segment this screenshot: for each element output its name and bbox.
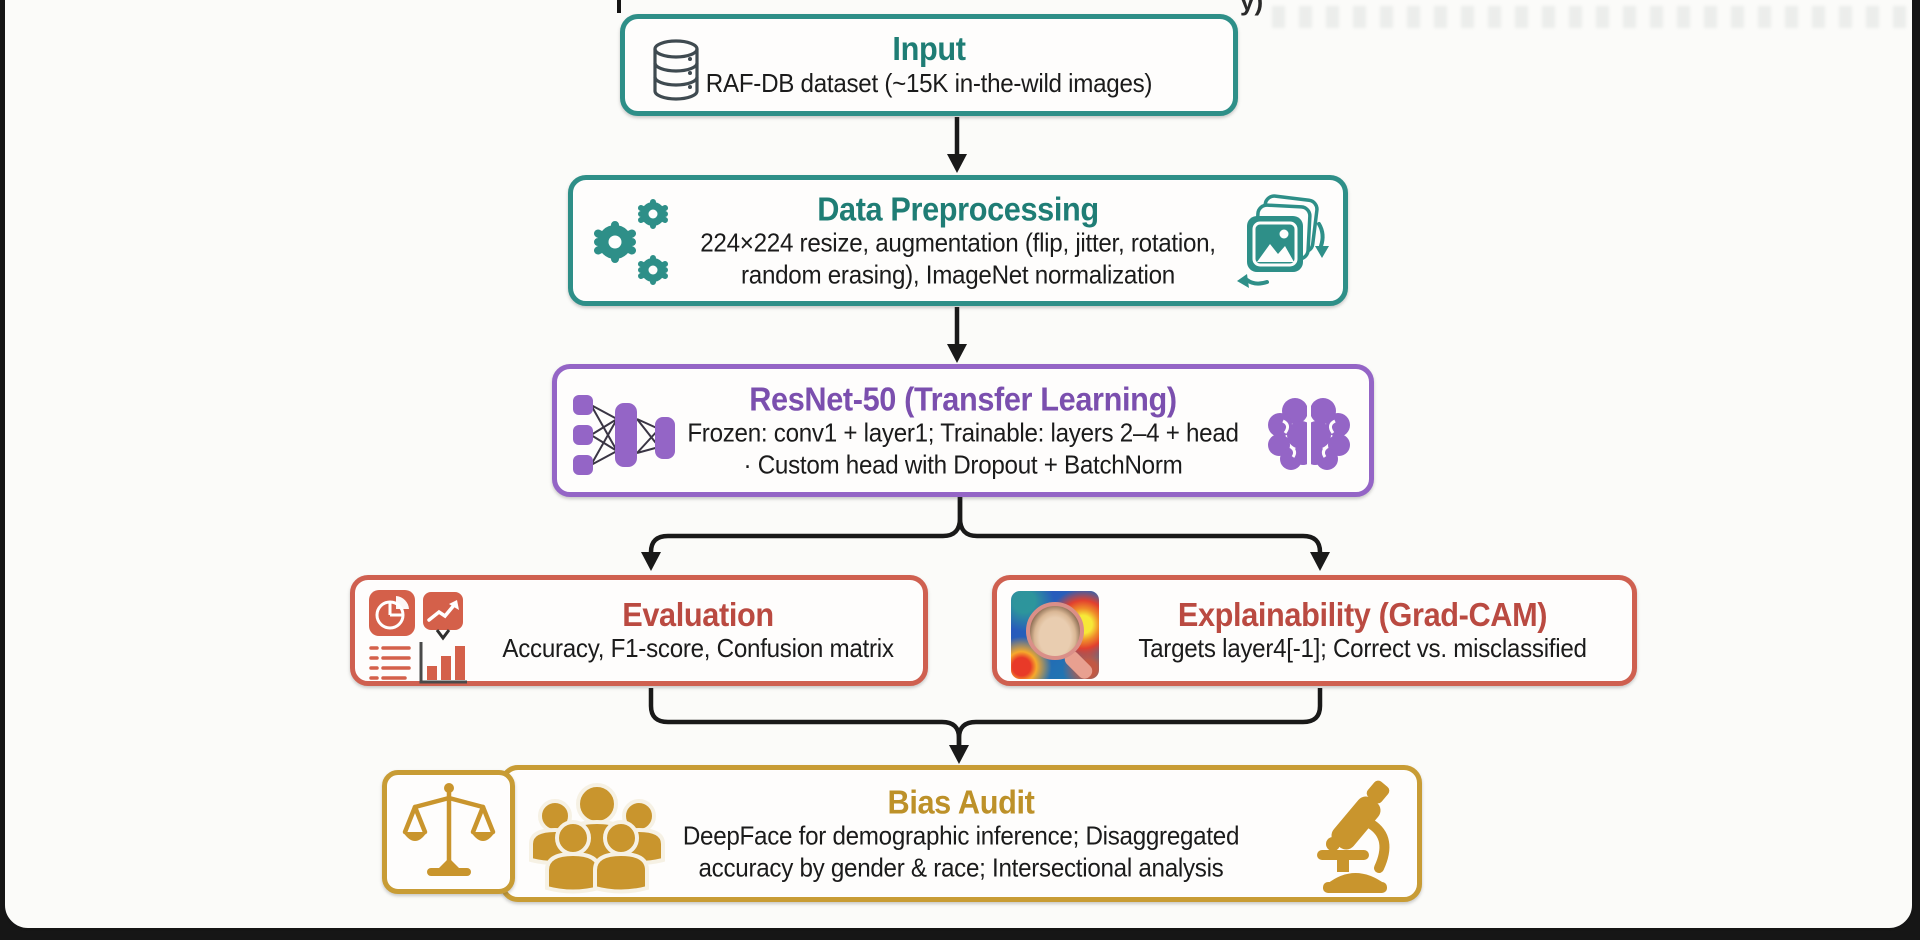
arrowhead [641, 552, 661, 571]
node-explainability-desc: Targets layer4[-1]; Correct vs. misclass… [1138, 633, 1587, 664]
scales-icon [402, 783, 495, 876]
node-evaluation-desc: Accuracy, F1-score, Confusion matrix [502, 633, 894, 664]
node-resnet-text: ResNet-50 (Transfer Learning) Frozen: co… [585, 380, 1340, 481]
cropped-line-artifact [617, 0, 621, 13]
node-input-desc: RAF-DB dataset (~15K in-the-wild images) [705, 68, 1153, 99]
microscope-icon [1317, 780, 1390, 893]
node-resnet: ResNet-50 (Transfer Learning) Frozen: co… [552, 364, 1374, 497]
gears-icon [594, 199, 668, 285]
node-bias-audit-title: Bias Audit [887, 782, 1035, 820]
node-evaluation-text: Evaluation Accuracy, F1-score, Confusion… [489, 596, 908, 666]
trend-chart-icon [423, 592, 463, 641]
arrowhead [947, 154, 967, 173]
arrow-resnet-to-eval [648, 497, 963, 554]
brain-icon [1268, 397, 1350, 475]
node-resnet-desc: Frozen: conv1 + layer1; Trainable: layer… [687, 417, 1239, 480]
node-bias-audit-desc: DeepFace for demographic inference; Disa… [682, 820, 1240, 883]
node-resnet-title: ResNet-50 (Transfer Learning) [749, 379, 1177, 417]
arrow-resnet-to-explain [957, 497, 1323, 554]
neural-network-icon [573, 395, 675, 475]
arrowhead [1310, 552, 1330, 571]
node-preprocessing-desc: 224×224 resize, augmentation (flip, jitt… [700, 227, 1216, 290]
faded-text-artifact [1272, 6, 1916, 28]
face-in-magnifier [1026, 602, 1084, 660]
node-bias-audit: Bias Audit DeepFace for demographic infe… [500, 765, 1422, 902]
arrowhead [949, 745, 969, 764]
arrow-eval-to-bias [648, 688, 962, 747]
node-explainability-title: Explainability (Grad-CAM) [1177, 595, 1548, 633]
node-preprocessing: Data Preprocessing 224×224 resize, augme… [568, 175, 1348, 306]
node-bias-scales-box [382, 770, 515, 894]
image-stack-icon [1237, 194, 1329, 288]
database-icon [653, 39, 699, 101]
node-bias-audit-text: Bias Audit DeepFace for demographic infe… [537, 783, 1385, 884]
arrow-explain-to-bias [956, 688, 1323, 747]
gradcam-face-icon [1011, 591, 1099, 679]
node-evaluation-title: Evaluation [622, 595, 774, 633]
node-input-title: Input [892, 30, 966, 68]
node-explainability-text: Explainability (Grad-CAM) Targets layer4… [1119, 596, 1605, 666]
arrowhead [947, 344, 967, 363]
people-group-icon [529, 783, 665, 894]
node-evaluation: Evaluation Accuracy, F1-score, Confusion… [350, 575, 928, 686]
node-input-text: Input RAF-DB dataset (~15K in-the-wild i… [646, 30, 1211, 100]
pie-chart-icon [369, 590, 415, 636]
cropped-text-fragment: y) [1240, 0, 1264, 16]
node-explainability: Explainability (Grad-CAM) Targets layer4… [992, 575, 1637, 686]
node-preprocessing-title: Data Preprocessing [817, 189, 1099, 227]
node-preprocessing-text: Data Preprocessing 224×224 resize, augme… [600, 190, 1316, 291]
list-icon [369, 646, 411, 680]
node-input: Input RAF-DB dataset (~15K in-the-wild i… [620, 14, 1238, 116]
bar-chart-icon [419, 642, 467, 684]
evaluation-icons [369, 590, 467, 684]
